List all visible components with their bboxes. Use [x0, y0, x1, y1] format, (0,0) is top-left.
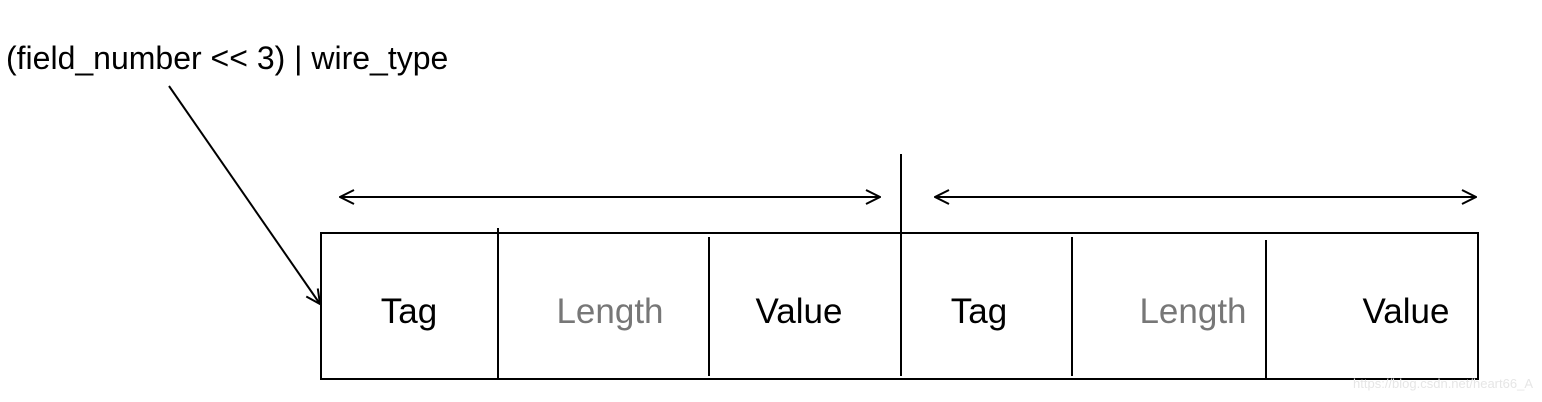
group-1-value-label: Value — [756, 292, 843, 331]
group-2-value-label: Value — [1363, 292, 1450, 331]
tag-formula-label: (field_number << 3) | wire_type — [6, 40, 448, 76]
group-1-tag-label: Tag — [381, 292, 437, 331]
formula-pointer-arrow — [168, 85, 320, 304]
group-2-length-label: Length — [1139, 292, 1246, 331]
group-2-tag-label: Tag — [951, 292, 1007, 331]
field-sequence-box — [320, 232, 1479, 380]
group-1-length-label: Length — [556, 292, 663, 331]
watermark-text: https://blog.csdn.net/heart66_A — [1353, 376, 1533, 391]
